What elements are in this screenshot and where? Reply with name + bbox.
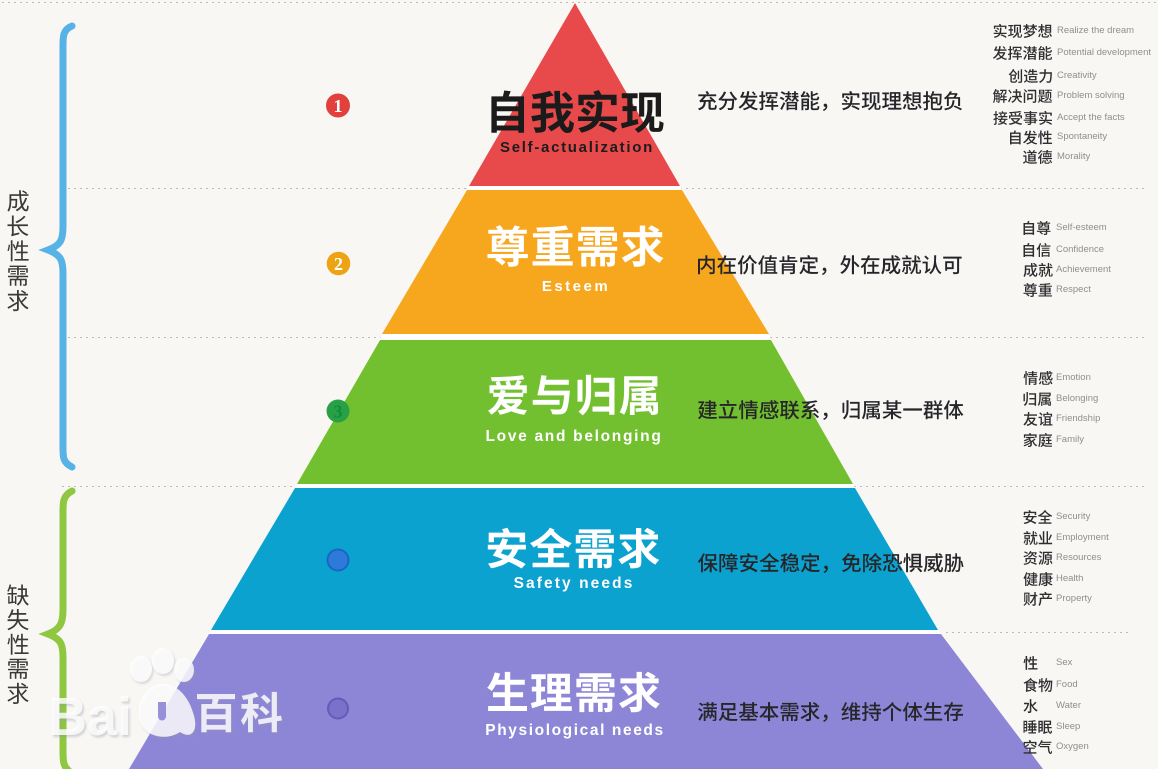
- svg-text:3: 3: [334, 402, 343, 422]
- svg-text:2: 2: [334, 254, 343, 274]
- svg-text:1: 1: [334, 96, 343, 116]
